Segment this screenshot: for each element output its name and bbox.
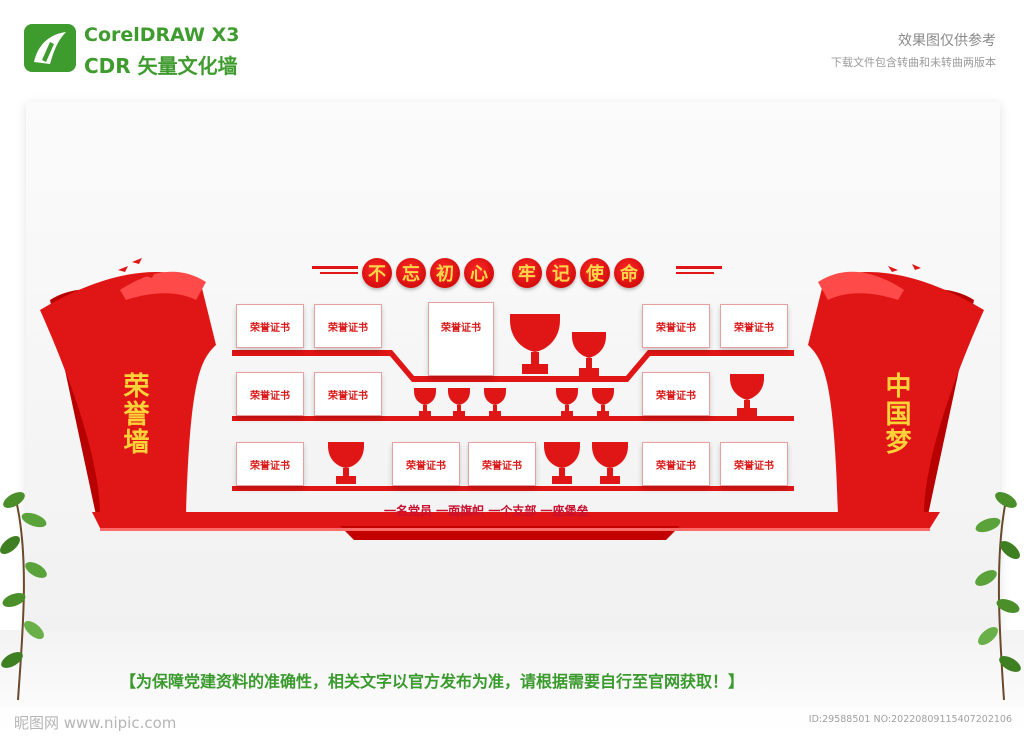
certificate: 荣誉证书 [236,372,304,416]
effect-note: 效果图仅供参考 [898,33,996,49]
coreldraw-logo-icon [24,24,76,72]
certificate: 荣誉证书 [720,304,788,348]
slogan-decor [360,518,660,520]
download-note: 下载文件包含转曲和未转曲两版本 [831,56,996,69]
certificate: 荣誉证书 [392,442,460,486]
bottom-slogan: 一名党员 一面旗帜 一个支部 一座堡垒 [384,504,589,518]
brand-subtitle: CDR 矢量文化墙 [84,54,238,78]
title-char: 使 [580,258,610,288]
title-char: 忘 [396,258,426,288]
title-char: 心 [464,258,494,288]
brand-title: CorelDRAW X3 [84,24,240,46]
title-char: 记 [546,258,576,288]
dove-icon [118,258,921,282]
right-flag-panel [808,271,984,515]
plant-right-icon [975,492,1021,701]
title-char: 不 [362,258,392,288]
title-char: 初 [430,258,460,288]
footer-bar [0,706,1024,742]
certificate: 荣誉证书 [642,372,710,416]
certificate: 荣誉证书 [468,442,536,486]
trophy-icon [328,314,764,484]
title-char: 牢 [512,258,542,288]
certificate: 荣誉证书 [314,304,382,348]
title-char: 命 [614,258,644,288]
left-flag-panel [40,271,216,515]
plant-left-icon [0,492,47,701]
shelves [232,350,794,491]
right-panel-text: 中国梦 [881,372,911,456]
title-banner: 不 忘 初 心 牢 记 使 命 [362,258,644,288]
certificate: 荣誉证书 [642,304,710,348]
left-panel-text: 荣誉墙 [119,372,149,456]
certificate-large: 荣誉证书 [428,302,494,376]
certificate: 荣誉证书 [720,442,788,486]
certificate: 荣誉证书 [236,442,304,486]
image-id: ID:29588501 NO:20220809115407202106 [808,714,1012,725]
disclaimer-text: 【为保障党建资料的准确性，相关文字以官方发布为准，请根据需要自行至官网获取！】 [120,672,745,691]
certificate: 荣誉证书 [236,304,304,348]
title-decor-lines [312,266,722,274]
certificate: 荣誉证书 [642,442,710,486]
certificate: 荣誉证书 [314,372,382,416]
watermark-site: 昵图网 www.nipic.com [14,714,177,732]
